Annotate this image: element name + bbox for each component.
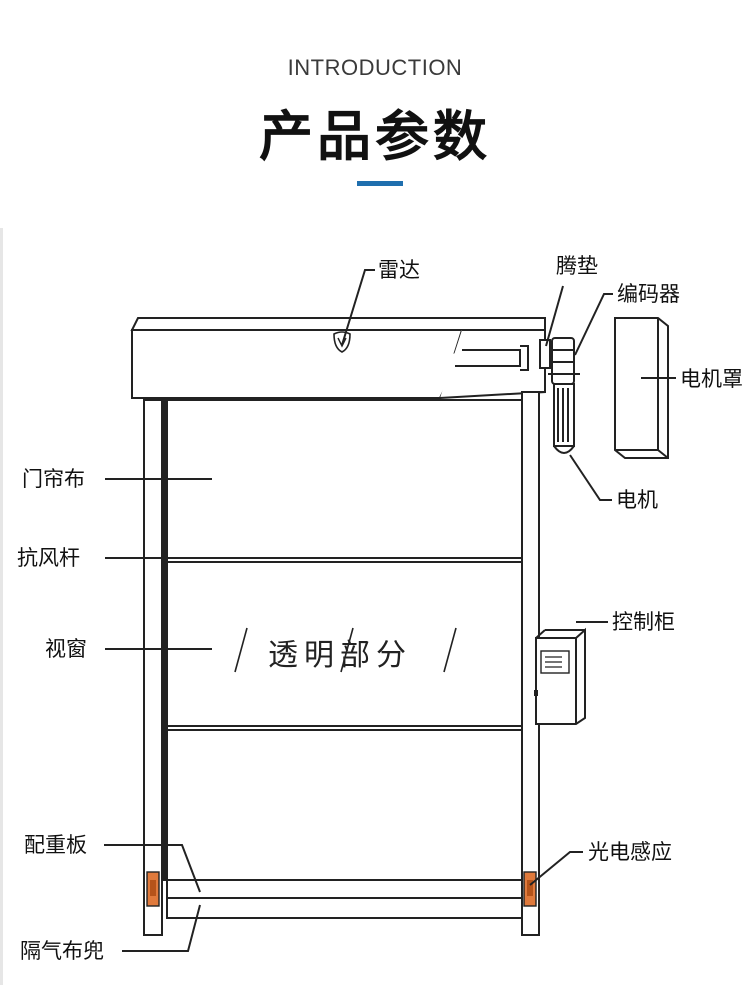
top-housing-body bbox=[131, 329, 468, 399]
photo-sensor-left bbox=[146, 871, 160, 907]
leader-radar bbox=[341, 269, 375, 346]
leader-encoder bbox=[574, 293, 613, 356]
photo-sensor-right bbox=[523, 871, 537, 907]
label-motor: 电机 bbox=[616, 488, 658, 512]
title-accent-bar bbox=[357, 181, 403, 186]
air-pocket bbox=[166, 897, 523, 919]
label-air-pocket: 隔气布兜 bbox=[20, 939, 104, 963]
leader-photo-sensor bbox=[529, 851, 583, 886]
label-encoder: 编码器 bbox=[617, 282, 680, 306]
label-wind-bar: 抗风杆 bbox=[17, 546, 80, 570]
leader-pad bbox=[545, 285, 564, 347]
label-weight-plate: 配重板 bbox=[24, 833, 87, 857]
left-post bbox=[143, 399, 163, 936]
header: INTRODUCTION 产品参数 bbox=[0, 0, 750, 200]
leader-motor bbox=[569, 454, 612, 501]
control-box bbox=[535, 627, 586, 725]
label-curtain: 门帘布 bbox=[22, 467, 85, 491]
left-border bbox=[0, 228, 3, 985]
leader-weight-plate bbox=[104, 844, 201, 893]
window-slash bbox=[443, 627, 457, 673]
top-housing bbox=[130, 317, 546, 331]
label-radar: 雷达 bbox=[378, 258, 420, 282]
label-photo-sensor: 光电感应 bbox=[588, 840, 672, 864]
roller-shaft bbox=[455, 349, 521, 367]
window-transparent-text: 透明部分 bbox=[268, 638, 412, 673]
page-title: 产品参数 bbox=[259, 105, 491, 168]
pad-bracket bbox=[539, 339, 551, 369]
label-control-box: 控制柜 bbox=[612, 610, 675, 634]
label-window: 视窗 bbox=[45, 637, 87, 661]
leader-air-pocket bbox=[122, 904, 201, 952]
label-pad: 腾垫 bbox=[556, 254, 598, 278]
label-motor-cover: 电机罩 bbox=[680, 367, 743, 391]
weight-plate bbox=[166, 879, 523, 899]
motor-cover bbox=[614, 317, 669, 459]
window-slash bbox=[340, 627, 354, 673]
intro-label: INTRODUCTION bbox=[287, 55, 463, 80]
window-slash bbox=[234, 627, 248, 673]
left-seal bbox=[161, 399, 168, 881]
